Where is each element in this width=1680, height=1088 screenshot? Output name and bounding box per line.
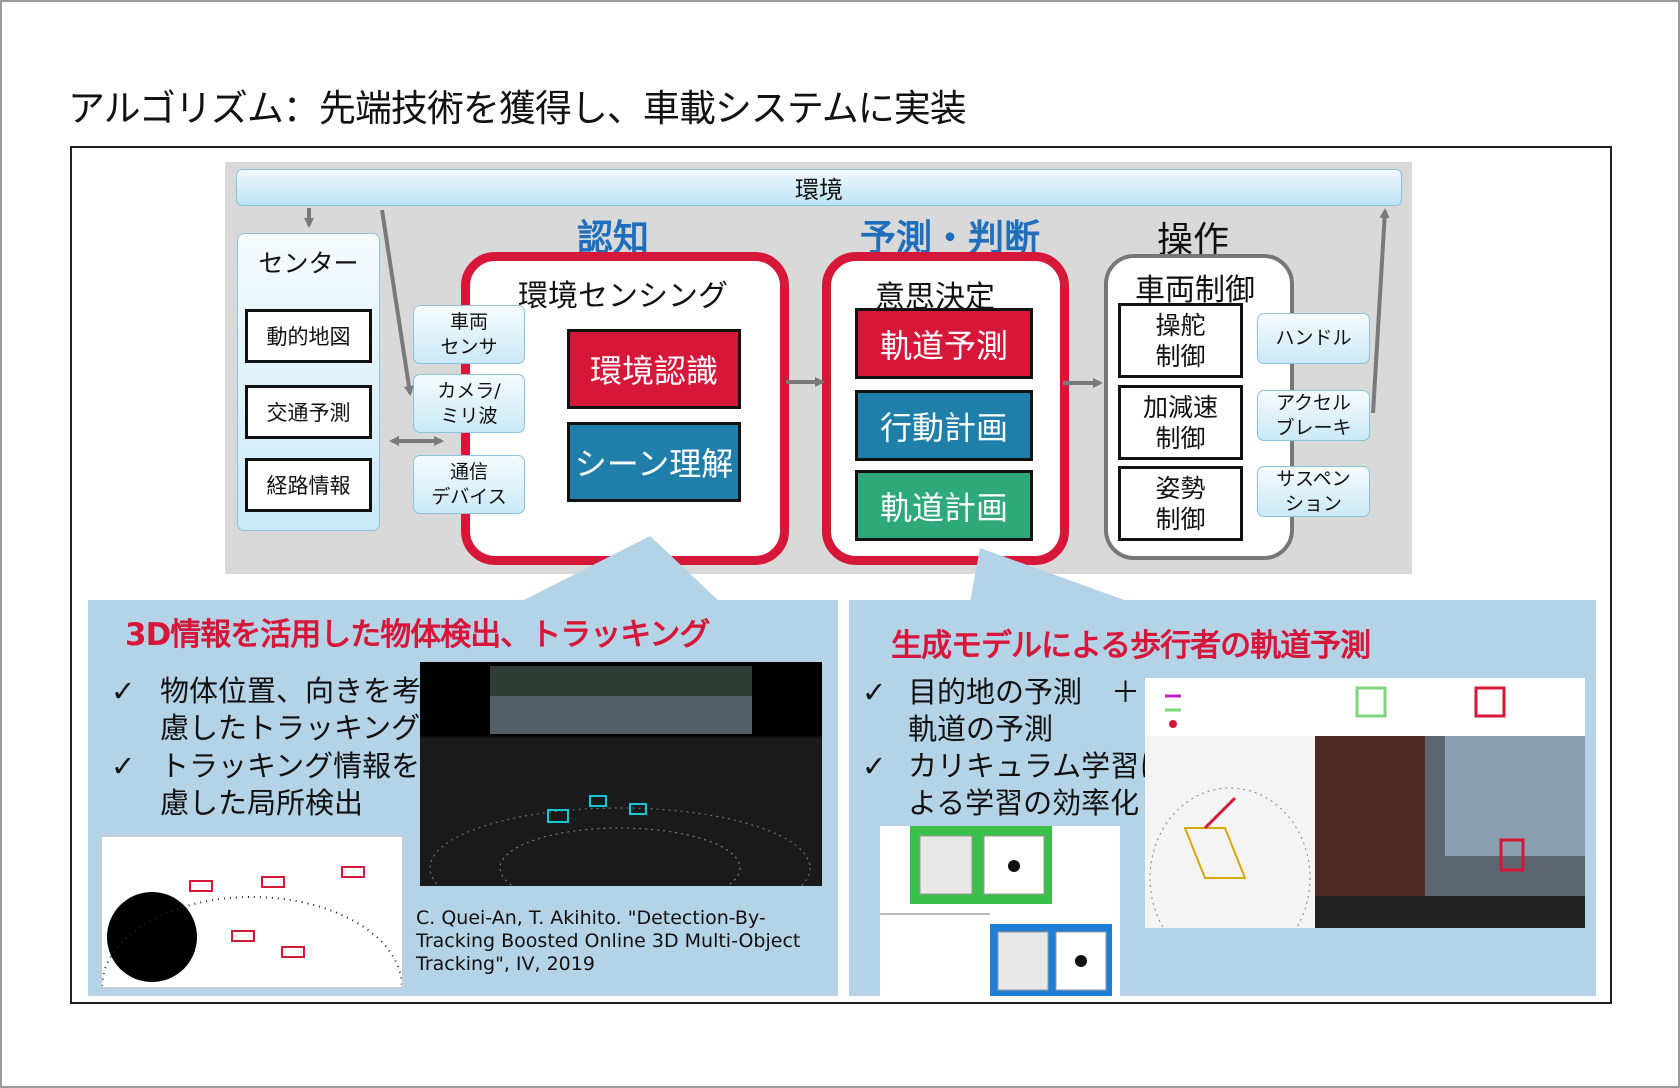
trajectory-prediction-box: 軌道予測 [855,308,1033,379]
right-callout-title: 生成モデルによる歩行者の軌道予測 [891,628,1371,664]
sensor-communication: 通信 デバイス [413,455,525,514]
acceleration-control-box: 加減速 制御 [1118,385,1243,460]
actuator-steering: ハンドル [1257,313,1370,364]
operation-title: 車両制御 [1135,273,1255,308]
environment-bar: 環境 [236,169,1402,206]
actuator-suspension: サスペン ション [1257,466,1370,517]
model-architecture-figure [880,826,1120,996]
left-bullet-1: 物体位置、向きを考 慮したトラッキング [160,674,422,745]
recognition-title: 環境センシング [518,279,728,314]
right-callout-pointer [970,548,1130,602]
left-callout-title: 3D情報を活用した物体検出、トラッキング [125,617,710,653]
pedestrian-prediction-image [1145,678,1585,969]
right-bullet-2: カリキュラム学習に よる学習の効率化 [908,749,1169,820]
center-item-route-info: 経路情報 [245,458,372,512]
env-to-camera-arrow [380,209,414,396]
right-bullet-check-1: ✓ [862,675,887,709]
trajectory-planning-box: 軌道計画 [855,470,1033,541]
sensor-camera-radar: カメラ/ ミリ波 [413,374,525,433]
citation: C. Quei-An, T. Akihito. "Detection-By- T… [416,907,801,975]
right-bullet-check-2: ✓ [862,749,887,783]
right-bullet-1: 目的地の予測 ＋ 軌道の予測 [908,675,1141,746]
actuator-accel-brake: アクセル ブレーキ [1257,390,1370,441]
scene-understanding-box: シーン理解 [567,422,741,502]
left-bullet-check-1: ✓ [111,674,136,708]
environment-recognition-box: 環境認識 [567,329,741,409]
lidar-tracking-image [420,662,822,886]
slide-title: アルゴリズム：先端技術を獲得し、車載システムに実装 [68,87,967,130]
action-planning-box: 行動計画 [855,390,1033,461]
sensor-vehicle: 車両 センサ [413,305,525,364]
center-title: センター [258,249,359,278]
left-bullet-check-2: ✓ [111,749,136,783]
left-bullet-2: トラッキング情報を考 慮した局所検出 [160,749,450,820]
steering-control-box: 操舵 制御 [1118,303,1243,378]
operation-to-env-arrow [1371,208,1390,414]
pointcloud-bev-image [101,836,403,988]
center-item-dynamic-map: 動的地図 [245,309,372,363]
center-item-traffic-prediction: 交通予測 [245,385,372,439]
attitude-control-box: 姿勢 制御 [1118,466,1243,541]
left-callout-pointer [520,536,720,602]
